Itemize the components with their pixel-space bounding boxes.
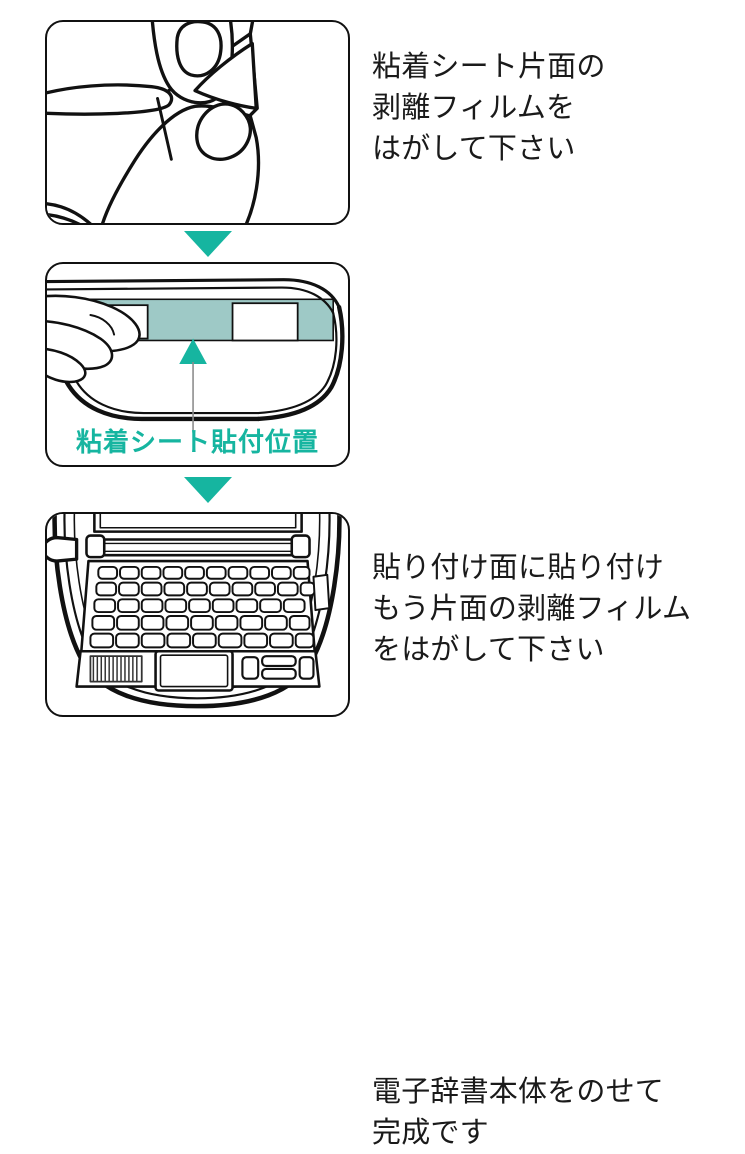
illustration-panel-device-in-case (45, 512, 350, 717)
step-2-text-line-3: をはがして下さい (372, 634, 605, 667)
step-1-text-line-1: 粘着シート片面の (372, 51, 606, 83)
step-2-text-line-1: 貼り付け面に貼り付け (372, 552, 665, 584)
step-2-instruction-text: 貼り付け面に貼り付け もう片面の剥離フィルム をはがして下さい (372, 548, 742, 672)
instruction-step-2: 粘着シート貼付位置 貼り付け面に貼り付け もう片面の剥離フィルム をはがして下さ… (0, 248, 745, 666)
instruction-step-1: 粘着シート片面の 剥離フィルムを はがして下さい (0, 0, 745, 257)
down-arrow-step2-to-step3 (184, 477, 232, 503)
step-3-text-line-2: 完成です (372, 1117, 489, 1150)
step-1-instruction-text: 粘着シート片面の 剥離フィルムを はがして下さい (372, 47, 742, 171)
illustration-panel-peel-film (45, 20, 350, 225)
sheet-position-arrow (179, 338, 207, 365)
step-3-text-line-1: 電子辞書本体をのせて (372, 1076, 665, 1108)
step-3-instruction-text: 電子辞書本体をのせて 完成です (372, 1072, 742, 1154)
instruction-step-3: 電子辞書本体をのせて 完成です (0, 496, 745, 1149)
illustration-panel-apply-sheet: 粘着シート貼付位置 (45, 262, 350, 467)
step-1-text-line-2: 剥離フィルムを (372, 92, 576, 125)
adhesive-sheet-position-caption: 粘着シート貼付位置 (75, 427, 319, 457)
step-1-text-line-3: はがして下さい (372, 133, 576, 166)
step-2-text-line-2: もう片面の剥離フィルム (372, 593, 692, 626)
down-arrow-step1-to-step2 (184, 231, 232, 257)
